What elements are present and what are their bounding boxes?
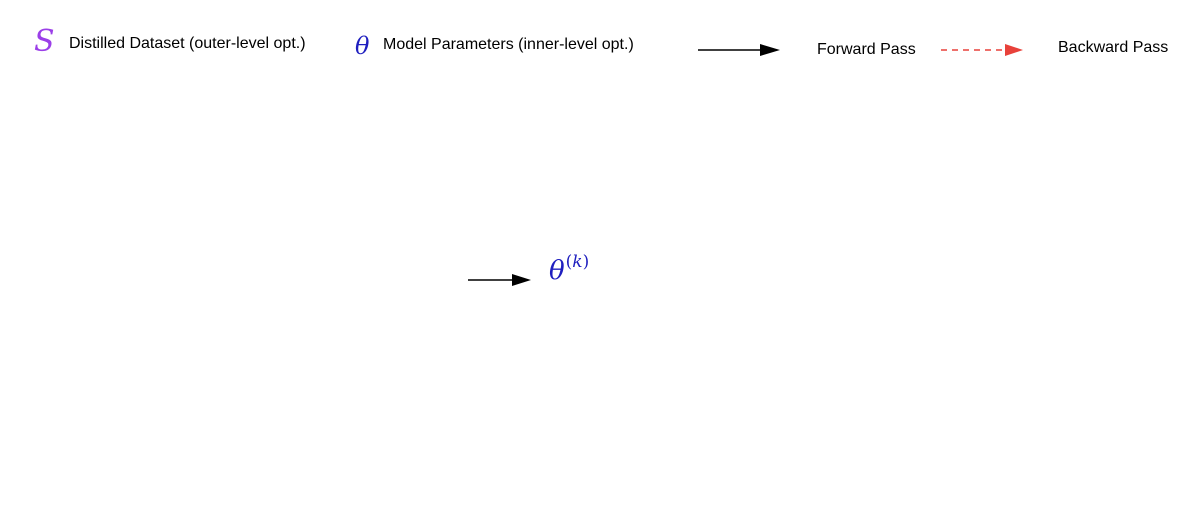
model-parameters-label: Model Parameters (inner-level opt.) xyxy=(383,36,634,53)
theta-k-sup-var: k xyxy=(572,252,583,272)
distilled-dataset-symbol: S xyxy=(34,24,55,59)
legend: S Distilled Dataset (outer-level opt.) θ… xyxy=(0,0,1200,90)
theta-k-superscript: (k) xyxy=(566,252,590,272)
backward-pass-arrow-icon xyxy=(941,44,1023,56)
distilled-dataset-label: Distilled Dataset (outer-level opt.) xyxy=(69,35,306,52)
theta-k-node: θ(k) xyxy=(549,252,589,286)
theta-k-sup-open: ( xyxy=(565,252,573,272)
forward-edge-arrowhead-icon xyxy=(512,274,531,286)
model-parameters-symbol: θ xyxy=(355,32,370,60)
forward-pass-label: Forward Pass xyxy=(817,41,916,58)
forward-pass-arrow-icon xyxy=(698,44,780,56)
backward-pass-label: Backward Pass xyxy=(1058,39,1169,56)
theta-k-sup-close: ) xyxy=(582,252,590,272)
theta-k-base: θ xyxy=(549,256,565,286)
